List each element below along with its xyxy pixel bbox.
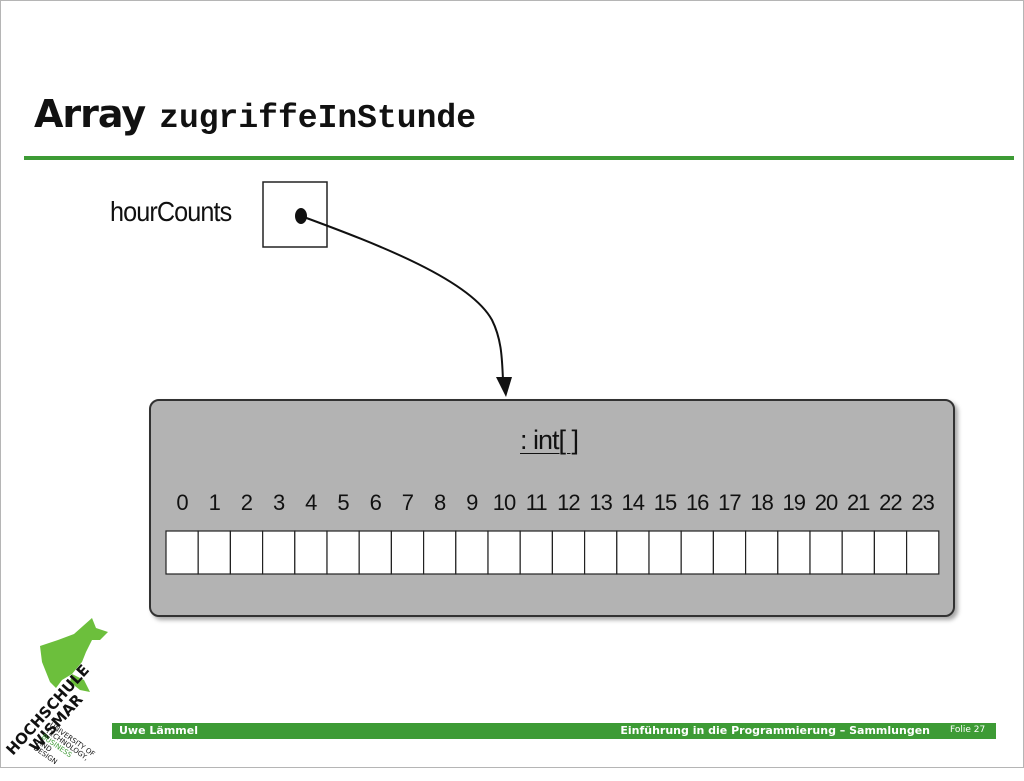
array-index-label: 5 — [337, 490, 349, 515]
array-cell — [841, 530, 876, 575]
array-cell — [744, 530, 779, 575]
array-index-label: 6 — [369, 490, 382, 515]
array-index-label: 22 — [879, 490, 902, 515]
array-cells — [165, 530, 940, 575]
array-index-label: 11 — [525, 490, 548, 515]
footer-course: Einführung in die Programmierung – Samml… — [620, 724, 930, 737]
array-cell — [583, 530, 618, 575]
array-cell — [229, 530, 264, 575]
array-cell — [423, 530, 457, 575]
array-cell — [326, 530, 360, 575]
array-index-label: 13 — [589, 490, 612, 515]
array-index-label: 10 — [492, 490, 516, 515]
array-cell — [519, 530, 554, 575]
array-cell — [487, 530, 521, 575]
array-index-label: 2 — [240, 490, 253, 515]
slide-title: Array zugriffeInStunde — [34, 92, 476, 137]
array-cell — [358, 530, 393, 575]
array-cell — [648, 530, 682, 575]
array-index-label: 8 — [433, 490, 446, 515]
array-cell — [390, 530, 425, 575]
reference-arrow — [300, 215, 504, 381]
array-cell — [294, 530, 328, 575]
array-type-label: : int[ ] — [520, 425, 579, 455]
array-cell — [809, 530, 843, 575]
title-code: zugriffeInStunde — [159, 100, 476, 137]
griffin-icon — [40, 618, 108, 692]
array-index-label: 3 — [272, 490, 285, 515]
array-cell — [455, 530, 489, 575]
array-cell — [905, 530, 940, 575]
array-index-label: 23 — [911, 490, 934, 515]
array-index-label: 4 — [305, 490, 317, 515]
footer-bar — [112, 723, 996, 739]
array-cell — [777, 530, 811, 575]
variable-label: hourCounts — [110, 196, 232, 227]
reference-box — [262, 181, 328, 248]
array-index-label: 14 — [621, 490, 645, 515]
array-cell — [197, 530, 231, 575]
array-index-label: 0 — [176, 490, 188, 515]
slide-number: Folie 27 — [950, 725, 986, 735]
array-index-label: 19 — [782, 490, 806, 515]
array-index-label: 7 — [401, 490, 414, 515]
array-index-label: 17 — [718, 490, 741, 515]
footer-author: Uwe Lämmel — [119, 724, 198, 737]
array-index-label: 21 — [846, 490, 870, 515]
arrow-head-icon — [496, 377, 512, 397]
array-cell — [165, 530, 199, 575]
array-index-label: 16 — [685, 490, 709, 515]
array-index-label: 15 — [653, 490, 677, 515]
array-cell — [616, 530, 650, 575]
array-index-label: 1 — [208, 490, 221, 515]
title-word: Array — [34, 92, 146, 136]
array-cell — [680, 530, 715, 575]
array-cell — [262, 530, 296, 575]
array-index-label: 12 — [557, 490, 580, 515]
array-cell — [551, 530, 586, 575]
array-index-label: 18 — [750, 490, 773, 515]
array-cell — [873, 530, 908, 575]
array-index-label: 20 — [814, 490, 838, 515]
title-divider — [24, 156, 1014, 160]
array-index-label: 9 — [466, 490, 478, 515]
array-cell — [712, 530, 747, 575]
